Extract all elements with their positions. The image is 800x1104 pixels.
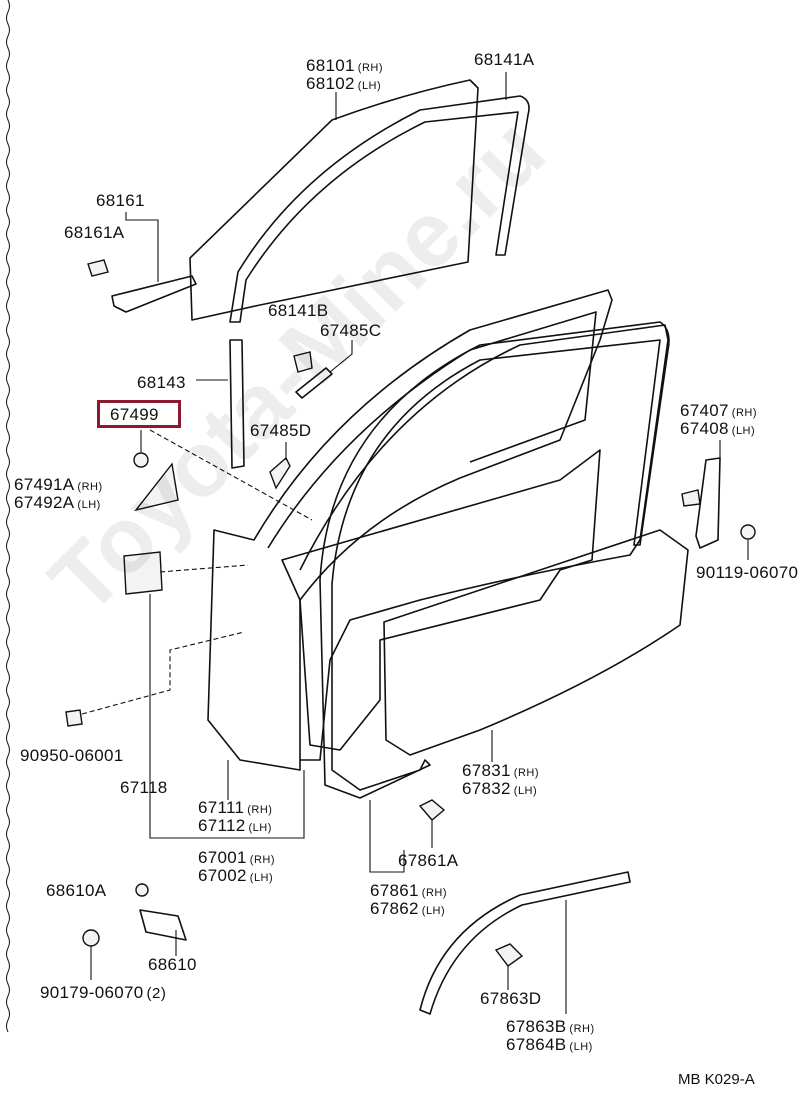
door-weatherstrip [319,321,670,799]
leader-67861 [369,800,405,873]
label-67831[interactable]: 67831(RH) 67832(LH) [462,761,539,798]
clip-67861a [418,799,446,821]
label-90119[interactable]: 90119-06070 [696,563,799,582]
label-67118[interactable]: 67118 [120,778,168,797]
seal-67485d [269,456,291,490]
hinge-plate [123,551,163,595]
label-67861a[interactable]: 67861A [398,851,459,870]
label-68610a[interactable]: 68610A [46,881,107,900]
belt-clip-68161a [87,259,109,277]
clip-67863d [494,943,524,967]
label-67861[interactable]: 67861(RH) 67862(LH) [370,881,447,918]
leader-67118 [149,594,305,839]
bolt-68610a [135,883,149,897]
rear-channel-clip [681,489,701,507]
left-wavy-border [6,0,10,1033]
label-68141b[interactable]: 68141B [268,301,329,320]
seal-67485c [295,367,333,399]
belt-weatherstrip [111,275,197,313]
highlight-box-67499 [97,400,181,428]
door-frame-inner [267,311,597,549]
door-glass [189,79,479,321]
label-68161[interactable]: 68161 [96,191,145,210]
dash-leader-plug [81,631,245,715]
rear-lower-run [229,339,245,469]
dash-leader-hinge [159,564,249,573]
leader-68161 [125,212,159,282]
screw-67499 [133,452,149,468]
label-67407[interactable]: 67407(RH) 67408(LH) [680,401,757,438]
label-67863b[interactable]: 67863B(RH) 67864B(LH) [506,1017,595,1054]
door-frame-outer [207,289,613,771]
label-67001[interactable]: 67001(RH) 67002(LH) [198,848,275,885]
door-check-arm [139,909,187,941]
label-67485d[interactable]: 67485D [250,421,312,440]
corner-cover [134,462,179,512]
label-68141a[interactable]: 68141A [474,50,535,69]
leader-67485c [329,340,353,373]
label-68101[interactable]: 68101(RH) 68102(LH) [306,56,383,93]
door-inner-panel [281,449,601,751]
dash-leader-67499 [149,429,313,521]
label-90179[interactable]: 90179-06070(2) [40,983,167,1002]
label-68610[interactable]: 68610 [148,955,197,974]
bolt-90119 [740,524,756,540]
diagram-code: MB K029-A [678,1071,755,1088]
hole-plug [65,709,83,727]
label-67499[interactable]: 67499 [110,405,159,424]
label-67485c[interactable]: 67485C [320,321,382,340]
bolt-90179 [82,929,100,947]
label-90950[interactable]: 90950-06001 [20,746,124,765]
glass-run-channel [229,95,530,323]
label-68143[interactable]: 68143 [137,373,186,392]
run-retainer-68141b [293,351,313,373]
door-window-frame [299,324,669,761]
label-67863d[interactable]: 67863D [480,989,542,1008]
label-67111[interactable]: 67111(RH) 67112(LH) [198,798,273,835]
rear-channel [695,457,721,549]
label-68161a[interactable]: 68161A [64,223,125,242]
label-67491a[interactable]: 67491A(RH) 67492A(LH) [14,475,103,512]
door-trim-board [383,529,689,756]
lower-weatherstrip [419,871,631,1015]
